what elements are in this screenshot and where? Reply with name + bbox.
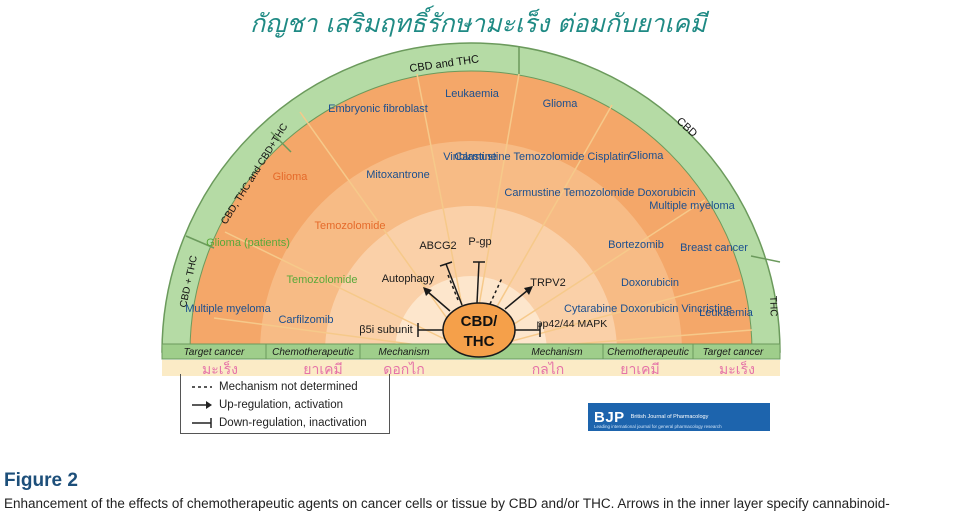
chemo-mitoxantrone: Mitoxantrone [366,169,430,181]
target-left-glioma: Glioma [273,171,309,183]
base-label-mechanism-right: Mechanism [531,347,582,358]
target-right-leukaemia: Leukaemia [699,307,754,319]
mechanism-diagram: Target cancer Chemotherapeutic Mechanism… [161,42,781,377]
hand-note-4: กลไก [532,361,565,377]
target-left-glioma-patients-text: Glioma (patients) [206,237,290,249]
legend-arrow-label: Up-regulation, activation [219,399,344,411]
hand-note-3: ดอกไก [383,361,425,377]
target-right-glioma-1: Glioma [543,98,579,110]
base-label-target-left: Target cancer [184,347,245,358]
figure-label: Figure 2 [4,470,78,491]
chemo-temozolomide-orange: Temozolomide [315,220,386,232]
mech-pgp: P-gp [468,236,491,248]
chemo-embryonic-fibroblast: Embryonic fibroblast [328,103,428,115]
mech-trpv2: TRPV2 [530,277,565,289]
mechanism-arrows [417,261,541,337]
arrowhead-trpv2 [524,286,533,295]
chemo-right-group-3: Cytarabine Doxorubicin Vincristine [564,303,732,315]
hand-note-5: ยาเคมี [620,361,659,377]
base-label-chemo-left: Chemotherapeutic [272,347,354,358]
base-label-target-right: Target cancer [703,347,764,358]
center-cbd-thc [442,302,516,358]
activate-trpv2 [504,289,529,310]
inhibit-pgp [476,261,480,304]
target-top-leukaemia: Leukaemia [445,88,500,100]
hand-note-1: มะเร็ง [202,360,238,377]
target-right-breast-cancer: Breast cancer [680,242,748,254]
chemo-carfilzomib: Carfilzomib [278,314,333,326]
legend-row-bar: Down-regulation, inactivation [191,414,389,432]
mech-b5i-subunit: β5i subunit [359,324,412,336]
legend: Mechanism not determined Up-regulation, … [180,374,390,434]
target-right-glioma-2: Glioma [629,150,665,162]
dashed-right [489,277,503,305]
hand-note-2: ยาเคมี [303,361,342,377]
legend-bar-label: Down-regulation, inactivation [219,417,367,429]
legend-row-dashed: Mechanism not determined [191,378,389,396]
hand-note-6: มะเร็ง [719,360,755,377]
target-right-multiple-myeloma: Multiple myeloma [649,200,735,212]
dashed-left [447,274,459,301]
arrowhead-autophagy [423,287,432,296]
mech-autophagy: Autophagy [382,273,435,285]
base-label-mechanism-left: Mechanism [378,347,429,358]
band-dividers [185,46,781,263]
base-label-chemo-right: Chemotherapeutic [607,347,689,358]
handwritten-note: กัญชา เสริมฤทธิ์รักษามะเร็ง ต่อมกับยาเคม… [250,9,707,38]
legend-dashed-label: Mechanism not determined [219,381,358,393]
bjp-journal-name: British Journal of Pharmacology [630,413,709,420]
activate-autophagy [427,291,451,312]
figure-caption: Enhancement of the effects of chemothera… [4,496,890,511]
handwriting-strip [162,360,780,376]
arrow-right-icon [192,401,212,409]
center-label-line2: THC [464,333,495,350]
mech-mapk: pp42/44 MAPK [537,318,608,330]
target-left-multiple-myeloma: Multiple myeloma [185,303,271,315]
target-left-glioma-patients: Glioma (patients) [206,237,290,249]
chemo-right-group-1: Carmustine Temozolomide Cisplatin [454,151,629,163]
inhibit-abcg2 [445,263,463,306]
chemo-bortezomib: Bortezomib [608,239,664,251]
chemo-temozolomide-green: Temozolomide [287,274,358,286]
bjp-logo: BJP British Journal of Pharmacology Lead… [588,403,770,431]
chemo-doxorubicin: Doxorubicin [621,277,679,289]
band-label-thc: THC [767,296,779,317]
legend-row-arrow: Up-regulation, activation [191,396,389,414]
center-label-line1: CBD/ [461,313,498,330]
chemo-vinblastine: Vinblastine [443,151,497,163]
dashed-line-icon [192,386,212,388]
mech-abcg2: ABCG2 [419,240,456,252]
inhibit-bar-icon [192,418,212,428]
chemo-right-group-2: Carmustine Temozolomide Doxorubicin [504,187,695,199]
bjp-abbr: BJP [594,408,625,426]
bjp-tagline: Leading international journal for genera… [594,424,722,429]
